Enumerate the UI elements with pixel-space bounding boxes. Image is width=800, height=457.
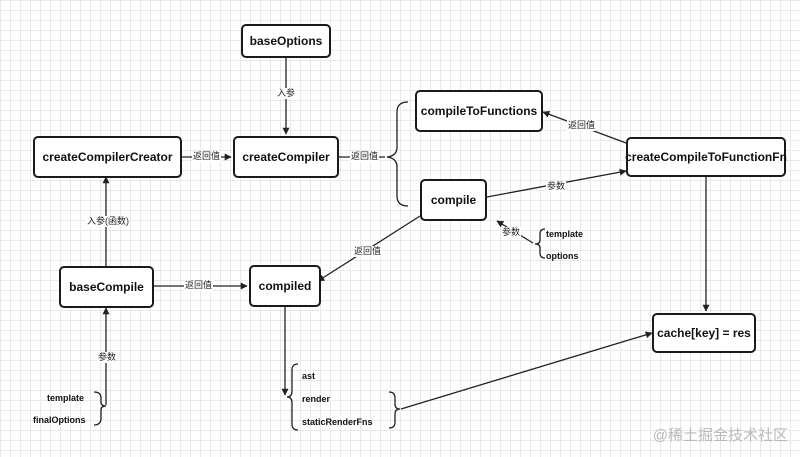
node-base-options[interactable]: baseOptions (241, 24, 331, 58)
item-ast: ast (302, 371, 316, 381)
item-compile-template: template (546, 229, 584, 239)
label-return-compiler: 返回值 (350, 151, 380, 162)
brace-fields-right (388, 391, 401, 429)
brace-compile-args (534, 228, 546, 259)
edge-fields-cache (400, 331, 653, 410)
node-compile-to-functions[interactable]: compileToFunctions (415, 90, 543, 132)
label-return-creator: 返回值 (192, 151, 222, 162)
brace-createcompiler-outputs (386, 101, 409, 207)
watermark: @稀土掘金技术社区 (652, 427, 788, 444)
node-create-compile-to-function-fn[interactable]: createCompileToFunctionFn (625, 137, 787, 177)
node-base-compile[interactable]: baseCompile (59, 266, 154, 308)
item-final-options: finalOptions (33, 415, 86, 425)
item-static-render-fns: staticRenderFns (302, 417, 373, 427)
label-return-base-compile: 返回值 (184, 280, 214, 291)
item-render: render (302, 394, 331, 404)
label-param-template-options: 参数 (501, 227, 522, 238)
node-create-compiler[interactable]: createCompiler (233, 136, 339, 178)
label-input-param-fn: 入参(函数) (86, 216, 130, 227)
node-cache[interactable]: cache[key] = res (652, 313, 756, 353)
label-param-base-compile: 参数 (97, 352, 118, 363)
node-compile[interactable]: compile (420, 179, 487, 221)
label-param-compile: 参数 (546, 181, 567, 192)
item-compile-options: options (546, 251, 579, 261)
label-return-to-functions: 返回值 (567, 120, 597, 131)
brace-compiled-fields (286, 363, 299, 431)
label-return-compile: 返回值 (353, 246, 383, 257)
item-base-template: template (47, 393, 85, 403)
label-input-param: 入参 (276, 88, 297, 99)
brace-basecompile-args (93, 391, 107, 426)
node-compiled[interactable]: compiled (249, 265, 321, 307)
node-create-compiler-creator[interactable]: createCompilerCreator (33, 136, 182, 178)
